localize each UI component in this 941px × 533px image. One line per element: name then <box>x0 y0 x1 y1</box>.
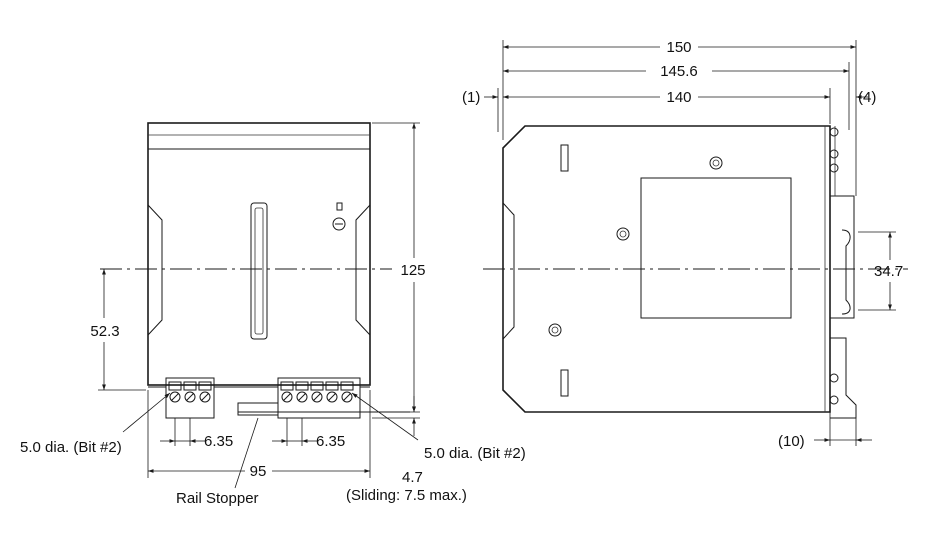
screw-icon <box>616 227 630 241</box>
front-window-inner <box>254 207 264 335</box>
sliding-value-label: 4.7 <box>402 469 423 486</box>
terminal-clamp <box>340 381 354 391</box>
rear-terminal-icon <box>829 163 839 173</box>
terminal-screw-icon <box>311 391 323 403</box>
dim-95-label: 95 <box>250 463 267 480</box>
terminal-clamp <box>295 381 309 391</box>
rail-latch <box>830 337 857 419</box>
vent-slot <box>560 369 569 397</box>
front-view: 125 52.3 95 6.35 6.35 5.0 dia. (Bit #2) … <box>20 122 526 507</box>
rear-terminal-icon <box>829 127 839 137</box>
screw-right-label: 5.0 dia. (Bit #2) <box>424 445 526 462</box>
screw-slot <box>343 393 351 401</box>
indicator-led <box>336 202 343 211</box>
terminal-clamp <box>183 381 197 391</box>
screw-slot <box>171 393 179 401</box>
leader-screw-left <box>122 392 171 433</box>
terminal-clamp <box>280 381 294 391</box>
front-window <box>250 202 268 340</box>
rail-hook <box>841 229 851 315</box>
terminal-screws <box>168 381 354 403</box>
side-view: 150 145.6 140 (1) (4) 34.7 (10) <box>462 39 908 450</box>
dim-left-gap-label: (1) <box>462 89 480 106</box>
side-screws <box>548 156 723 337</box>
side-left-notch <box>502 202 515 340</box>
dim-125-label: 125 <box>400 262 425 279</box>
dim-right-gap-label: (4) <box>858 89 876 106</box>
sliding-note-label: (Sliding: 7.5 max.) <box>346 487 467 504</box>
screw-slot <box>328 393 336 401</box>
leader-screw-right <box>351 392 419 441</box>
rear-terminal-icon <box>829 149 839 159</box>
rear-terminals <box>829 127 839 405</box>
screw-left-label: 5.0 dia. (Bit #2) <box>20 439 122 456</box>
dim-150-label: 150 <box>666 39 691 56</box>
din-rail-clip <box>829 195 855 319</box>
screw-slot <box>201 393 209 401</box>
dim-bottom-label: (10) <box>778 433 805 450</box>
screw-slot <box>298 393 306 401</box>
rail-stopper <box>237 402 279 416</box>
front-left-wing <box>147 204 163 336</box>
dim-1456-label: 145.6 <box>660 63 698 80</box>
screw-icon <box>709 156 723 170</box>
vent-slot <box>560 144 569 172</box>
terminal-screw-icon <box>199 391 211 403</box>
terminal-clamp <box>325 381 339 391</box>
screw-inner <box>551 326 559 334</box>
dim-523-label: 52.3 <box>90 323 119 340</box>
rail-stopper-label: Rail Stopper <box>176 490 259 507</box>
rear-terminal-icon <box>829 373 839 383</box>
dim-140-label: 140 <box>666 89 691 106</box>
screw-slot <box>283 393 291 401</box>
terminal-block-left <box>165 377 215 419</box>
dim-pitch-left-label: 6.35 <box>204 433 233 450</box>
terminal-screw-icon <box>296 391 308 403</box>
screw-slot <box>313 393 321 401</box>
terminal-screw-icon <box>184 391 196 403</box>
screw-icon <box>548 323 562 337</box>
leader-rail-stopper <box>234 417 259 489</box>
terminal-screw-icon <box>281 391 293 403</box>
screw-inner <box>712 159 720 167</box>
terminal-screw-icon <box>169 391 181 403</box>
terminal-clamp <box>310 381 324 391</box>
screw-inner <box>619 230 627 238</box>
dim-pitch-right-label: 6.35 <box>316 433 345 450</box>
side-label-area <box>640 177 792 319</box>
screw-slot <box>186 393 194 401</box>
adjust-pot-icon <box>332 217 346 231</box>
dim-rail-label: 34.7 <box>874 263 903 280</box>
rear-terminal-icon <box>829 395 839 405</box>
front-right-wing <box>355 204 371 336</box>
terminal-screw-icon <box>326 391 338 403</box>
terminal-block-right <box>277 377 361 419</box>
front-body-outline <box>147 122 371 386</box>
terminal-clamp <box>198 381 212 391</box>
terminal-clamp <box>168 381 182 391</box>
